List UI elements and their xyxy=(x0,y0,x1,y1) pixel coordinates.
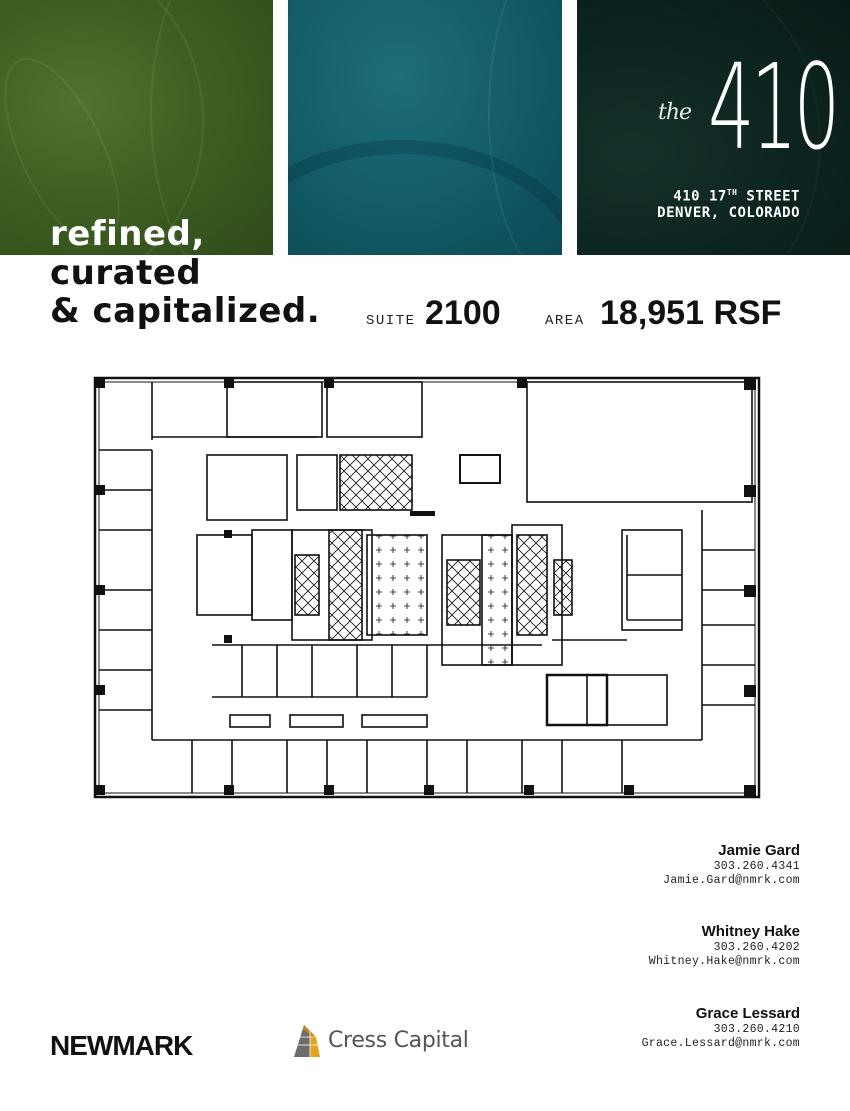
logo-the-410-prefix: the xyxy=(658,100,692,125)
address-ordinal: TH xyxy=(726,188,738,197)
headline-line-1: refined, xyxy=(50,214,205,254)
contact-name: Grace Lessard xyxy=(695,1005,800,1022)
contact-email[interactable]: Jamie.Gard@nmrk.com xyxy=(663,874,800,887)
contact-name: Jamie Gard xyxy=(718,842,800,859)
address-line-1: 410 17TH STREET xyxy=(673,188,800,205)
contact-phone[interactable]: 303.260.4202 xyxy=(713,941,800,954)
contact-card: Whitney Hake 303.260.4202 Whitney.Hake@n… xyxy=(649,923,800,969)
hero-panel-green xyxy=(0,0,273,255)
contact-email[interactable]: Whitney.Hake@nmrk.com xyxy=(648,955,800,968)
cress-capital-logo: Cress Capital xyxy=(292,1022,469,1058)
logo-the-410-number: 410 xyxy=(708,38,840,176)
contact-card: Grace Lessard 303.260.4210 Grace.Lessard… xyxy=(642,1005,800,1051)
swirl-decoration xyxy=(150,0,273,255)
contact-card: Jamie Gard 303.260.4341 Jamie.Gard@nmrk.… xyxy=(663,842,800,888)
swirl-decoration xyxy=(488,0,562,255)
address-line-2: DENVER, COLORADO xyxy=(657,205,800,221)
address-street: STREET xyxy=(737,188,800,205)
contact-email[interactable]: Grace.Lessard@nmrk.com xyxy=(641,1037,800,1050)
headline-line-2: curated xyxy=(50,253,202,293)
suite-value: 2100 xyxy=(425,294,501,332)
area-value: 18,951 RSF xyxy=(600,294,782,332)
contact-phone[interactable]: 303.260.4341 xyxy=(713,860,800,873)
swirl-decoration xyxy=(577,0,821,255)
cress-capital-wordmark: Cress Capital xyxy=(328,1027,469,1053)
address-number: 410 17 xyxy=(673,188,727,205)
area-label: AREA xyxy=(545,313,585,329)
hero-panel-teal xyxy=(288,0,562,255)
hero-panel-dark xyxy=(577,0,850,255)
suite-label: SUITE xyxy=(366,313,416,329)
contact-phone[interactable]: 303.260.4210 xyxy=(713,1023,800,1036)
headline-line-3: & capitalized. xyxy=(50,291,321,331)
floor-plan xyxy=(93,376,761,799)
cress-building-icon xyxy=(294,1025,320,1057)
newmark-logo: NEWMARK xyxy=(50,1030,193,1061)
contact-name: Whitney Hake xyxy=(701,923,800,940)
